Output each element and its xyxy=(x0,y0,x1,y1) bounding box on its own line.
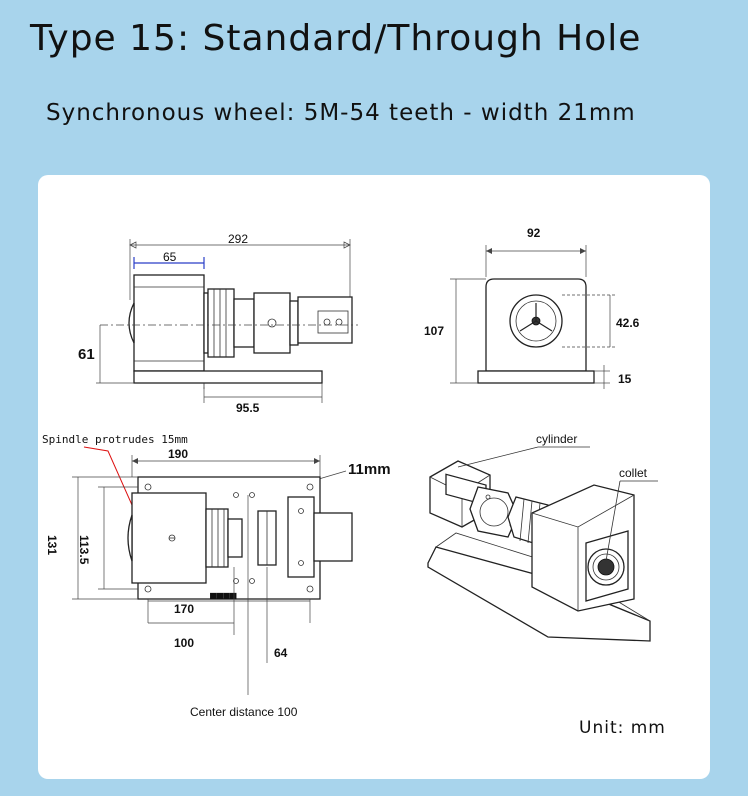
top-dim-outer-height: 131 xyxy=(45,535,59,555)
top-dim-inner-height: 113.5 xyxy=(77,535,91,565)
side-dim-motor: 65 xyxy=(163,250,177,264)
end-view: 92 107 42.6 15 xyxy=(424,226,640,389)
side-dim-base: 95.5 xyxy=(236,401,260,415)
label-cylinder: cylinder xyxy=(536,432,577,446)
iso-view: cylinder collet xyxy=(427,432,658,642)
side-dim-total: 292 xyxy=(228,232,248,246)
technical-drawing: 292 65 61 xyxy=(42,226,666,738)
label-collet: collet xyxy=(619,466,648,480)
end-dim-base: 15 xyxy=(618,372,632,386)
top-dim-100: 100 xyxy=(174,636,194,650)
end-dim-chuck: 42.6 xyxy=(616,316,640,330)
end-dim-width: 92 xyxy=(527,226,541,240)
top-view: Spindle protrudes 15mm 190 11mm xyxy=(42,433,391,719)
engraving-mark: ■■■■ xyxy=(210,589,237,602)
spindle-note: Spindle protrudes 15mm xyxy=(42,433,188,446)
side-dim-height: 61 xyxy=(78,346,95,363)
page-title: Type 15: Standard/Through Hole xyxy=(30,18,642,59)
top-dim-64: 64 xyxy=(274,646,288,660)
page-subtitle: Synchronous wheel: 5M-54 teeth - width 2… xyxy=(46,100,636,126)
top-dim-slot: 11mm xyxy=(348,461,391,478)
end-dim-height: 107 xyxy=(424,324,444,338)
drawing-panel: 292 65 61 xyxy=(38,175,710,779)
center-distance-label: Center distance 100 xyxy=(190,705,298,719)
side-view: 292 65 61 xyxy=(78,232,358,415)
top-dim-170: 170 xyxy=(174,602,194,616)
top-dim-width: 190 xyxy=(168,447,188,461)
unit-label: Unit: mm xyxy=(579,718,666,738)
